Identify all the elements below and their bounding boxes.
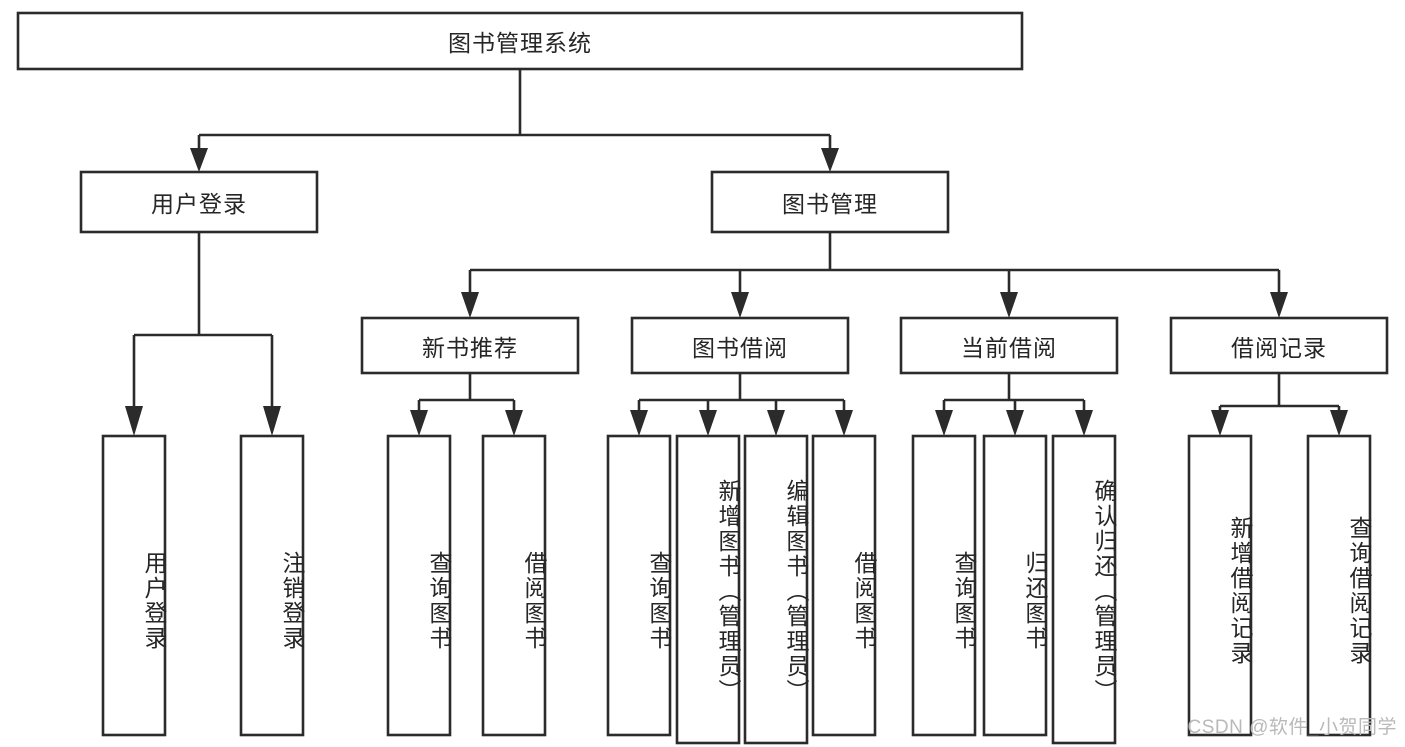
leaf-query-book-3-box[interactable] <box>911 434 977 737</box>
node-borrow-record-box[interactable] <box>1169 316 1389 375</box>
node-user-login-box[interactable] <box>79 170 319 234</box>
arrow-user-login-leaf-1 <box>125 406 143 436</box>
arrow-user-login-leaf-2 <box>263 406 281 436</box>
arrow-to-book-borrow <box>731 292 749 318</box>
arrow-cb-leaf-1 <box>935 410 953 436</box>
arrow-bb-leaf-1 <box>630 410 648 436</box>
leaf-query-record-box[interactable] <box>1306 434 1372 737</box>
leaf-query-book-1-box[interactable] <box>386 434 452 737</box>
arrow-br-leaf-2 <box>1330 410 1348 436</box>
csdn-watermark: CSDN @软件_小贺同学 <box>1187 717 1397 738</box>
leaf-borrow-book-2-box[interactable] <box>811 434 877 737</box>
arrow-nbr-leaf-1 <box>410 410 428 436</box>
leaf-borrow-book-1-box[interactable] <box>481 434 547 737</box>
arrow-to-new-book-recommend <box>461 292 479 318</box>
arrow-root-to-user-login <box>190 148 208 172</box>
arrow-cb-leaf-3 <box>1075 410 1093 436</box>
arrow-br-leaf-1 <box>1211 410 1229 436</box>
arrow-to-borrow-record <box>1270 292 1288 318</box>
leaf-add-record-box[interactable] <box>1187 434 1253 737</box>
arrow-bb-leaf-3 <box>767 410 785 436</box>
leaf-query-book-2-box[interactable] <box>606 434 672 737</box>
node-current-borrow-box[interactable] <box>899 316 1119 375</box>
arrow-nbr-leaf-2 <box>505 410 523 436</box>
node-new-book-recommend-box[interactable] <box>360 316 580 375</box>
leaf-add-book-box[interactable] <box>675 434 741 745</box>
leaf-edit-book-box[interactable] <box>743 434 809 745</box>
arrow-root-to-book-management <box>821 148 839 172</box>
leaf-confirm-return-box[interactable] <box>1051 434 1117 745</box>
node-book-borrow-box[interactable] <box>630 316 850 375</box>
node-root-box[interactable] <box>16 11 1024 71</box>
arrow-cb-leaf-2 <box>1006 410 1024 436</box>
leaf-user-login-box[interactable] <box>101 434 167 737</box>
arrow-to-current-borrow <box>1000 292 1018 318</box>
leaf-return-book-box[interactable] <box>982 434 1048 737</box>
arrow-bb-leaf-2 <box>699 410 717 436</box>
arrow-bb-leaf-4 <box>835 410 853 436</box>
leaf-logout-login-box[interactable] <box>239 434 305 737</box>
node-book-management-box[interactable] <box>710 170 950 234</box>
